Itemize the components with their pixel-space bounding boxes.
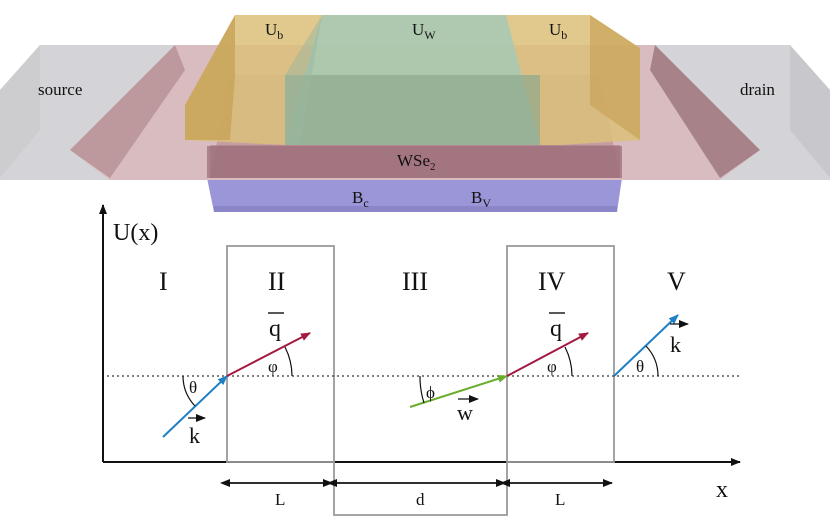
barrier-box-left bbox=[226, 245, 335, 463]
q-vector-left bbox=[226, 332, 311, 377]
well-block bbox=[285, 15, 540, 145]
phi-label-mid: ϕ bbox=[426, 383, 435, 402]
device-schematic: source drain Ub UW Ub WSe2 Bc BV bbox=[0, 15, 830, 212]
theta-label-left: θ bbox=[189, 378, 197, 397]
theta-label-right: θ bbox=[636, 357, 644, 376]
region-label-3: III bbox=[402, 267, 428, 296]
svg-text:q: q bbox=[269, 316, 281, 342]
theta-arc-right bbox=[645, 345, 659, 377]
svg-text:w: w bbox=[457, 400, 473, 425]
y-axis-label: U(x) bbox=[113, 220, 158, 246]
region-label-1: I bbox=[159, 267, 168, 296]
w-label-mid: w bbox=[457, 395, 479, 425]
q-vector-right bbox=[506, 332, 589, 377]
drain-label: drain bbox=[740, 80, 775, 99]
substrate-slab bbox=[207, 178, 622, 212]
region-label-5: V bbox=[667, 267, 686, 296]
phi-label-right: φ bbox=[547, 357, 557, 376]
svg-text:k: k bbox=[189, 423, 200, 448]
k-label-left: k bbox=[188, 414, 206, 448]
channel-label: WSe2 bbox=[397, 151, 436, 173]
well-label: UW bbox=[412, 20, 436, 42]
barrier-right-label: Ub bbox=[549, 20, 567, 42]
phi-arc-left bbox=[284, 346, 293, 377]
phi-arc-mid bbox=[419, 375, 425, 404]
region-label-2: II bbox=[268, 267, 285, 296]
barrier-left-label: Ub bbox=[265, 20, 283, 42]
phi-label-left: φ bbox=[268, 357, 278, 376]
k-vector-right bbox=[613, 314, 679, 377]
dim-label-left: L bbox=[275, 490, 285, 509]
dim-label-right: L bbox=[555, 490, 565, 509]
channel-front-face bbox=[207, 146, 622, 178]
phi-arc-right bbox=[564, 346, 573, 377]
bottom-label-2: BV bbox=[471, 188, 491, 210]
potential-diagram: U(x) x I II III IV V θ φ ϕ φ θ bbox=[99, 204, 742, 516]
well-bottom-outline bbox=[333, 462, 508, 516]
q-label-right: q bbox=[549, 312, 565, 342]
source-label: source bbox=[38, 80, 82, 99]
k-label-right: k bbox=[670, 320, 689, 357]
barrier-box-right bbox=[506, 245, 615, 463]
dim-label-gap: d bbox=[416, 490, 425, 509]
svg-text:q: q bbox=[550, 316, 562, 342]
svg-text:k: k bbox=[670, 332, 681, 357]
region-label-4: IV bbox=[538, 267, 566, 296]
bottom-label-1: Bc bbox=[352, 188, 369, 210]
x-axis-label: x bbox=[716, 477, 728, 503]
w-vector-mid bbox=[409, 374, 508, 408]
q-label-left: q bbox=[268, 312, 284, 342]
k-vector-left bbox=[162, 375, 228, 438]
theta-arc-left bbox=[182, 375, 196, 407]
